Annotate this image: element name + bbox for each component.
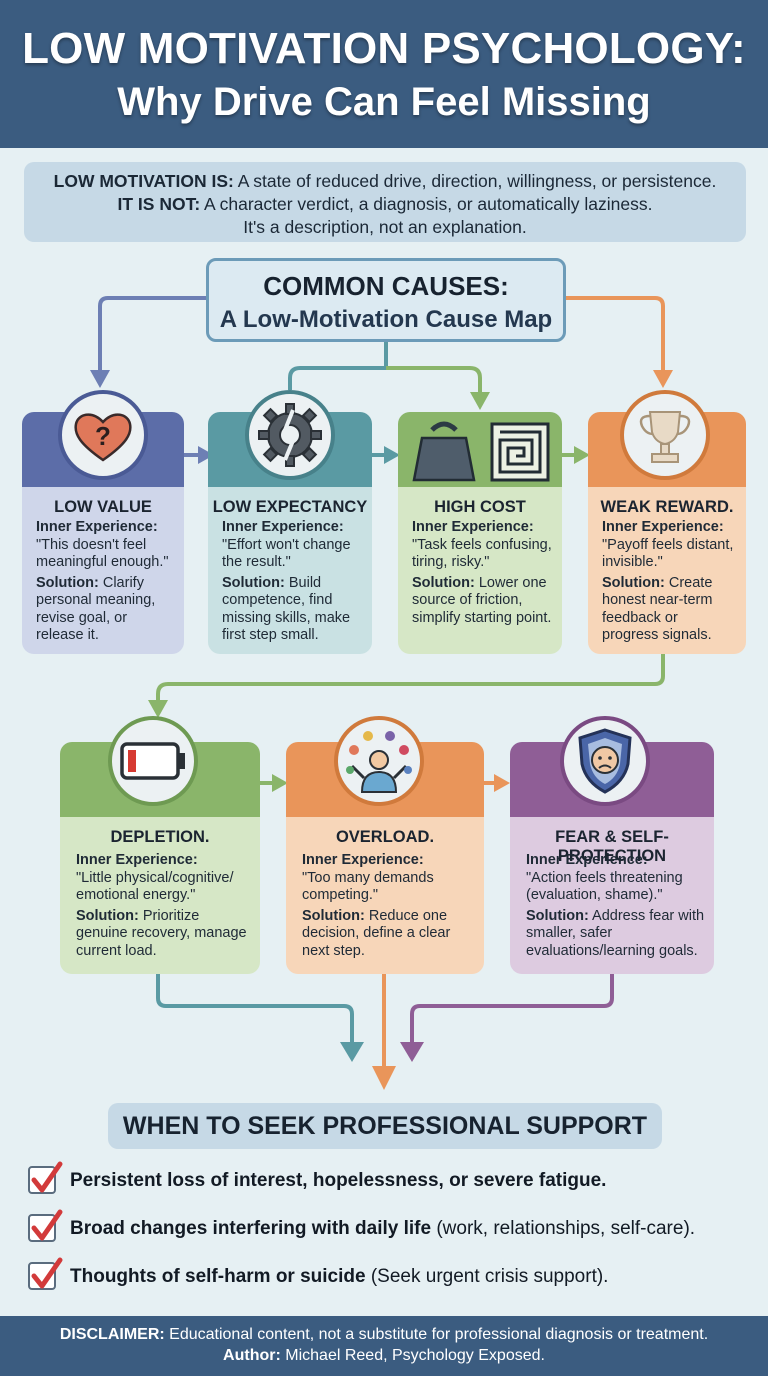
definition-note: It's a description, not an explanation. bbox=[243, 217, 527, 237]
heart-question-icon: ? bbox=[58, 390, 148, 480]
definition-is: LOW MOTIVATION IS: A state of reduced dr… bbox=[53, 171, 717, 191]
page-title: LOW MOTIVATION PSYCHOLOGY: bbox=[22, 24, 746, 73]
checkmark-icon bbox=[28, 1257, 63, 1290]
inner-experience-text: "Task feels confusing, tiring, risky." bbox=[412, 536, 552, 571]
solution-text: Build competence, find missing skills, m… bbox=[222, 574, 351, 644]
cause-card-fear-self-protection: FEAR & SELF-PROTECTION Inner Experience:… bbox=[510, 716, 714, 974]
cause-card-high-cost: HIGH COST Inner Experience:"Task feels c… bbox=[398, 412, 562, 654]
page-subtitle: Why Drive Can Feel Missing bbox=[117, 80, 651, 124]
footer: DISCLAIMER: Educational content, not a s… bbox=[0, 1316, 768, 1376]
support-item: Broad changes interfering with daily lif… bbox=[28, 1209, 758, 1246]
cause-card-overload: OVERLOAD. Inner Experience:"Too many dem… bbox=[286, 716, 484, 974]
support-section-title: WHEN TO SEEK PROFESSIONAL SUPPORT bbox=[108, 1103, 662, 1149]
card-title: LOW VALUE bbox=[54, 498, 152, 516]
low-battery-icon bbox=[108, 716, 198, 806]
cause-card-depletion: DEPLETION. Inner Experience:"Little phys… bbox=[60, 716, 260, 974]
broken-gear-icon bbox=[245, 390, 335, 480]
definition-not: IT IS NOT: A character verdict, a diagno… bbox=[117, 194, 653, 214]
cause-card-low-expectancy: LOW EXPECTANCY Inner Experience:"Effort … bbox=[208, 390, 372, 654]
checkmark-icon bbox=[28, 1209, 63, 1242]
support-item: Thoughts of self-harm or suicide (Seek u… bbox=[28, 1257, 758, 1294]
inner-experience-text: "Action feels threatening (evaluation, s… bbox=[526, 869, 683, 904]
card-title: FEAR & SELF-PROTECTION bbox=[555, 828, 669, 865]
support-item: Persistent loss of interest, hopelessnes… bbox=[28, 1161, 758, 1198]
svg-text:?: ? bbox=[95, 421, 111, 451]
hub-title: COMMON CAUSES: bbox=[263, 271, 509, 301]
card-title: DEPLETION. bbox=[110, 828, 210, 846]
disclaimer: DISCLAIMER: Educational content, not a s… bbox=[59, 1326, 709, 1343]
juggling-person-icon bbox=[334, 716, 424, 806]
header-banner: LOW MOTIVATION PSYCHOLOGY: Why Drive Can… bbox=[0, 0, 768, 148]
inner-experience-text: "This doesn't feel meaningful enough." bbox=[36, 536, 169, 571]
solution-text: Address fear with smaller, safer evaluat… bbox=[526, 907, 705, 959]
card-title: OVERLOAD. bbox=[335, 828, 435, 846]
card-title: HIGH COST bbox=[434, 498, 526, 516]
cause-card-weak-reward: WEAK REWARD. Inner Experience:"Payoff fe… bbox=[588, 390, 746, 654]
definition-box: LOW MOTIVATION IS: A state of reduced dr… bbox=[24, 162, 746, 242]
inner-experience-text: "Effort won't change the result." bbox=[222, 536, 351, 571]
solution-text: Prioritize genuine recovery, manage curr… bbox=[76, 907, 247, 959]
inner-experience-text: "Little physical/cognitive/ emotional en… bbox=[76, 869, 234, 904]
inner-experience-text: "Too many demands competing." bbox=[302, 869, 434, 904]
hub-subtitle: A Low-Motivation Cause Map bbox=[219, 306, 553, 333]
solution-text: Lower one source of friction, simplify s… bbox=[412, 574, 552, 626]
card-title: WEAK REWARD. bbox=[600, 498, 734, 516]
inner-experience-text: "Payoff feels distant, invisible." bbox=[602, 536, 734, 571]
solution-text: Reduce one decision, define a clear next… bbox=[302, 907, 451, 959]
shield-face-icon bbox=[560, 716, 650, 806]
solution-text: Clarify personal meaning, revise goal, o… bbox=[36, 574, 156, 644]
trophy-icon bbox=[620, 390, 710, 480]
checkmark-icon bbox=[28, 1161, 63, 1194]
solution-text: Create honest near-term feedback or prog… bbox=[602, 574, 713, 644]
author-credit: Author: Michael Reed, Psychology Exposed… bbox=[223, 1347, 545, 1364]
common-causes-hub: COMMON CAUSES: A Low-Motivation Cause Ma… bbox=[206, 258, 566, 342]
weight-maze-icon bbox=[408, 416, 552, 486]
cause-card-low-value: ? LOW VALUE Inner Experience:"This doesn… bbox=[22, 390, 184, 654]
card-title: LOW EXPECTANCY bbox=[212, 498, 368, 516]
